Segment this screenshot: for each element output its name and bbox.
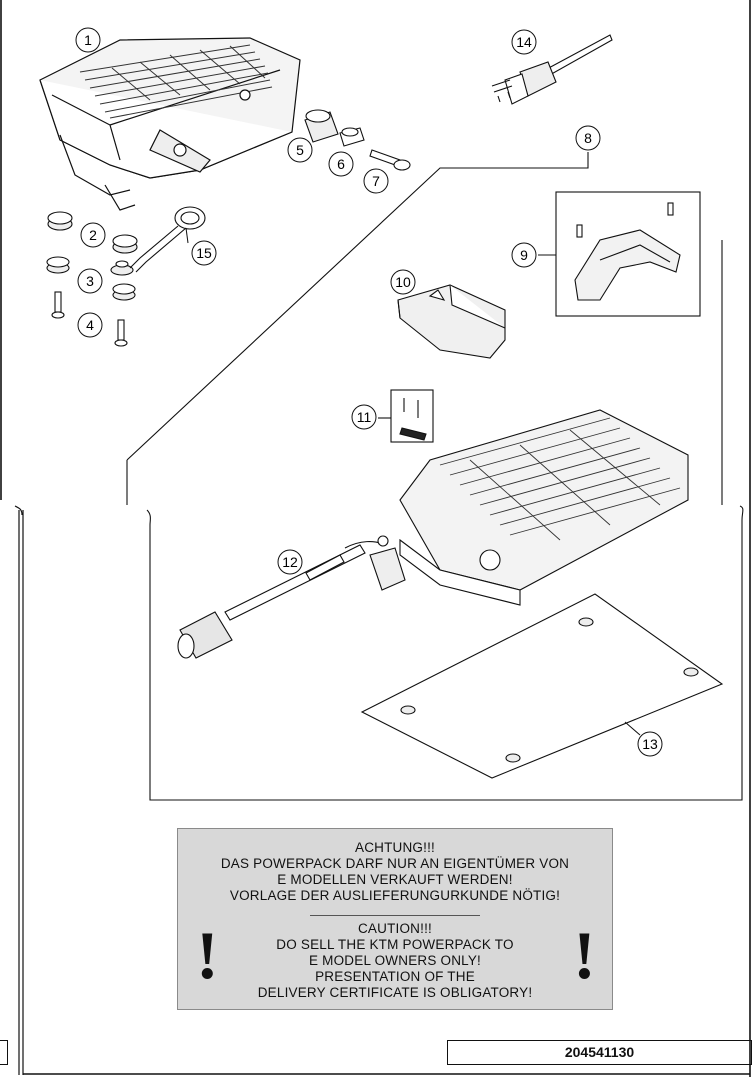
callout-13: 13 — [637, 731, 663, 757]
callout-4: 4 — [77, 312, 103, 338]
callout-5: 5 — [287, 137, 313, 163]
exclamation-icon-right: ! — [573, 917, 596, 993]
callout-8: 8 — [575, 125, 601, 151]
warning-english-line: CAUTION!!! — [357, 921, 432, 936]
callout-7-label: 7 — [372, 173, 380, 189]
callout-9: 9 — [511, 242, 537, 268]
warning-german-line: ACHTUNG!!! — [354, 840, 435, 855]
warning-notice-box: ACHTUNG!!! DAS POWERPACK DARF NUR AN EIG… — [177, 828, 613, 1010]
charger-housing-part — [39, 37, 301, 211]
callout-15: 15 — [191, 240, 217, 266]
callout-6-label: 6 — [337, 156, 345, 172]
callout-9-label: 9 — [520, 247, 528, 263]
footer-left-frame — [0, 1040, 8, 1065]
mains-plug-part — [491, 34, 613, 105]
warning-german-line: E MODELLEN VERKAUFT WERDEN! — [277, 872, 513, 887]
charger-module-part — [399, 409, 689, 606]
callout-11: 11 — [351, 404, 377, 430]
drawing-number: 204541130 — [447, 1040, 752, 1065]
leader-lines — [185, 227, 641, 736]
warning-german-line: VORLAGE DER AUSLIEFERUNGURKUNDE NÖTIG! — [229, 888, 561, 903]
callout-1-label: 1 — [84, 32, 92, 48]
warning-english-line: DELIVERY CERTIFICATE IS OBLIGATORY! — [257, 985, 533, 1000]
callout-6: 6 — [328, 151, 354, 177]
bushing-parts — [304, 109, 411, 171]
callout-14: 14 — [511, 29, 537, 55]
callout-2: 2 — [80, 222, 106, 248]
callout-2-label: 2 — [89, 227, 97, 243]
warning-separator — [310, 915, 480, 916]
cap-strap-part — [129, 206, 206, 273]
callout-3: 3 — [77, 268, 103, 294]
callout-7: 7 — [363, 168, 389, 194]
callout-15-label: 15 — [196, 245, 212, 261]
warning-english-line: PRESENTATION OF THE — [315, 969, 475, 984]
warning-german-line: DAS POWERPACK DARF NUR AN EIGENTÜMER VON — [220, 856, 570, 871]
callout-14-label: 14 — [516, 34, 532, 50]
callout-10: 10 — [390, 269, 416, 295]
warning-english-text: CAUTION!!! DO SELL THE KTM POWERPACK TO … — [178, 921, 612, 1001]
callout-1: 1 — [75, 27, 101, 53]
callout-3-label: 3 — [86, 273, 94, 289]
exclamation-icon-left: ! — [196, 917, 219, 993]
handle-detail-box — [538, 191, 701, 317]
callout-13-label: 13 — [642, 736, 658, 752]
screw-kit-box — [378, 389, 434, 443]
callout-8-label: 8 — [584, 130, 592, 146]
cover-part — [397, 284, 506, 359]
grommet-parts — [46, 211, 138, 347]
callout-4-label: 4 — [86, 317, 94, 333]
warning-english-line: E MODEL OWNERS ONLY! — [308, 953, 482, 968]
callout-12-label: 12 — [282, 554, 298, 570]
callout-10-label: 10 — [395, 274, 411, 290]
warning-english-line: DO SELL THE KTM POWERPACK TO — [276, 937, 514, 952]
warning-german-text: ACHTUNG!!! DAS POWERPACK DARF NUR AN EIG… — [178, 840, 612, 904]
detail-outline — [126, 152, 744, 801]
callout-12: 12 — [277, 549, 303, 575]
mounting-plate-part — [360, 593, 724, 779]
callout-5-label: 5 — [296, 142, 304, 158]
wiring-harness-part — [177, 535, 406, 659]
callout-11-label: 11 — [357, 409, 372, 425]
